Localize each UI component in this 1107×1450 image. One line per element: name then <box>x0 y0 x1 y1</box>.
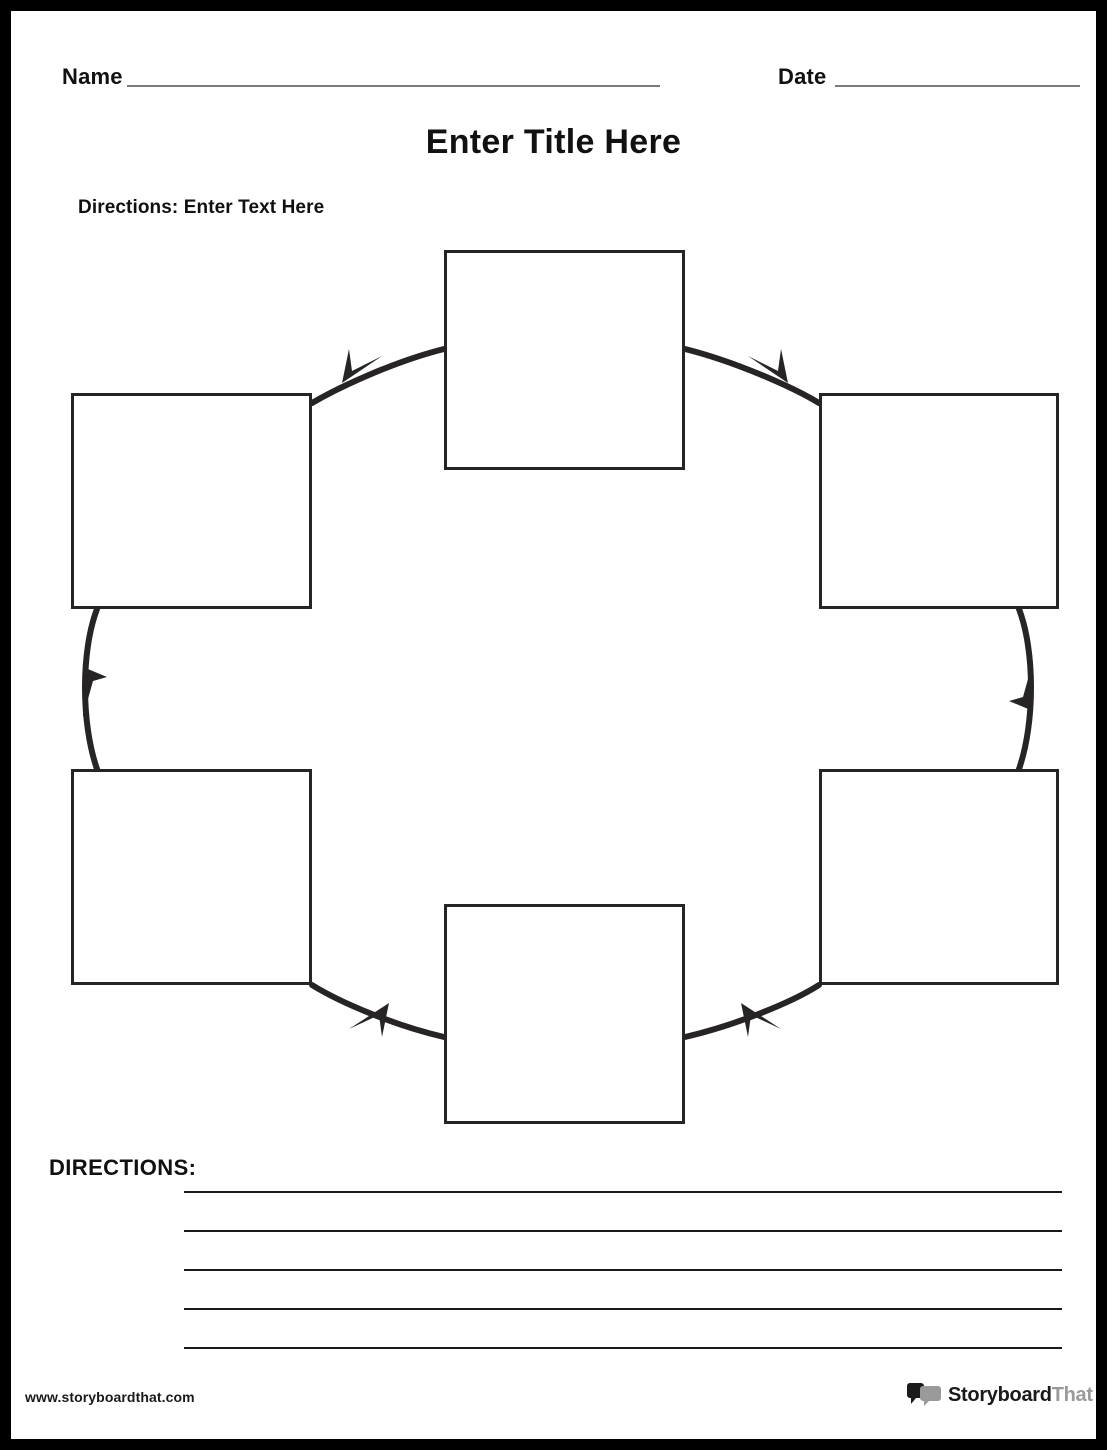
writing-line-3[interactable] <box>184 1269 1062 1271</box>
date-label: Date <box>778 64 827 89</box>
writing-line-4[interactable] <box>184 1308 1062 1310</box>
arrow-top-left-to-top-head <box>342 349 382 383</box>
arrow-bottom-left-to-top-left-head <box>83 667 107 717</box>
date-input-rule[interactable] <box>835 85 1080 87</box>
arrow-bottom-right-to-bottom-head <box>741 1003 781 1037</box>
arrow-top-right-to-bottom-right-head <box>1009 661 1033 711</box>
cycle-arrows-svg <box>82 346 1034 1040</box>
page-title[interactable]: Enter Title Here <box>425 123 682 161</box>
arrow-top-to-top-right-line <box>682 346 822 406</box>
arrow-top-to-top-right-head <box>748 349 788 383</box>
cycle-box-bottom-right[interactable] <box>819 769 1059 985</box>
writing-line-5[interactable] <box>184 1347 1062 1349</box>
arrow-bottom-left-to-top-left-line <box>82 606 100 772</box>
bottom-directions-label: DIRECTIONS: <box>49 1155 197 1180</box>
logo-word-that: That <box>1051 1384 1093 1406</box>
arrow-bottom-to-bottom-left-line <box>309 982 447 1040</box>
name-label: Name <box>62 64 123 89</box>
speech-bubbles-icon <box>907 1383 941 1407</box>
logo-word-storyboard: Storyboard <box>948 1384 1052 1406</box>
writing-line-1[interactable] <box>184 1191 1062 1193</box>
logo-wordmark: StoryboardThat <box>948 1385 1093 1405</box>
cycle-box-top[interactable] <box>444 250 685 470</box>
cycle-diagram <box>11 11 1096 1439</box>
top-directions-text[interactable]: Directions: Enter Text Here <box>78 197 325 218</box>
footer-url[interactable]: www.storyboardthat.com <box>25 1389 195 1405</box>
storyboardthat-logo[interactable]: StoryboardThat <box>907 1380 1093 1410</box>
cycle-box-top-right[interactable] <box>819 393 1059 609</box>
arrow-top-left-to-top-line <box>309 346 447 406</box>
cycle-box-top-left[interactable] <box>71 393 312 609</box>
cycle-box-bottom[interactable] <box>444 904 685 1124</box>
page-content-area: Name Date Enter Title Here Directions: E… <box>11 11 1096 1439</box>
arrow-bottom-right-to-bottom-line <box>682 982 822 1040</box>
name-input-rule[interactable] <box>127 85 660 87</box>
arrow-bottom-to-bottom-left-head <box>349 1003 389 1037</box>
cycle-box-bottom-left[interactable] <box>71 769 312 985</box>
arrow-top-right-to-bottom-right-line <box>1016 606 1034 772</box>
writing-line-2[interactable] <box>184 1230 1062 1232</box>
